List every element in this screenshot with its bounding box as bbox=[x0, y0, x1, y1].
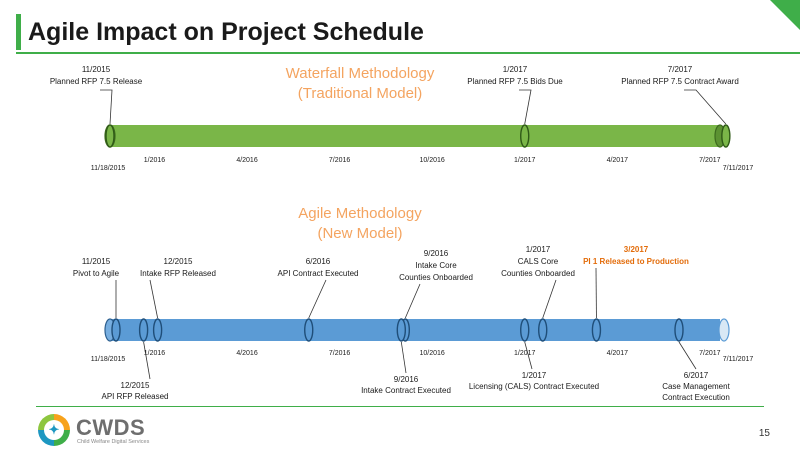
waterfall-subtitle: (Traditional Model) bbox=[298, 85, 423, 102]
waterfall-milestone-leader bbox=[100, 89, 113, 125]
agile-milestone-date: 9/2016 bbox=[424, 249, 449, 258]
agile-milestone-date: 1/2017 bbox=[522, 371, 547, 380]
waterfall-milestone-label: Planned RFP 7.5 Bids Due bbox=[467, 77, 563, 86]
agile-milestone-label: Counties Onboarded bbox=[399, 273, 473, 282]
waterfall-tick-label: 7/2016 bbox=[329, 157, 351, 164]
waterfall-milestone-leader bbox=[684, 89, 727, 125]
agile-milestone-label: Licensing (CALS) Contract Executed bbox=[469, 382, 599, 391]
agile-milestone-leader bbox=[542, 279, 557, 319]
waterfall-tick-label: 10/2016 bbox=[420, 157, 445, 164]
agile-milestone-date: 1/2017 bbox=[526, 245, 551, 254]
agile-milestone-label: Intake Contract Executed bbox=[361, 386, 451, 395]
agile-milestone-date: 6/2017 bbox=[684, 371, 709, 380]
agile-milestone-label: Pivot to Agile bbox=[73, 269, 120, 278]
title-bar: Agile Impact on Project Schedule bbox=[0, 0, 800, 56]
agile-milestone-date: 3/2017 bbox=[624, 245, 649, 254]
page-number: 15 bbox=[758, 428, 770, 439]
waterfall-milestone-ring bbox=[721, 124, 731, 148]
timeline-diagram: Waterfall Methodology (Traditional Model)… bbox=[50, 65, 754, 400]
agile-milestone-label: Case Management bbox=[662, 382, 730, 391]
agile-milestone-label: PI 1 Released to Production bbox=[583, 257, 689, 266]
waterfall-start-label: 11/18/2015 bbox=[91, 165, 126, 172]
title-accent bbox=[16, 14, 21, 50]
waterfall-milestone-label: Planned RFP 7.5 Contract Award bbox=[621, 77, 739, 86]
agile-subtitle: (New Model) bbox=[317, 225, 402, 242]
agile-milestone-leader bbox=[400, 341, 407, 374]
waterfall-title: Waterfall Methodology bbox=[286, 65, 435, 82]
agile-milestone-leader bbox=[143, 341, 151, 380]
agile-milestone-label: API RFP Released bbox=[102, 392, 169, 400]
agile-milestone-date: 6/2016 bbox=[306, 257, 331, 266]
waterfall-milestone-date: 1/2017 bbox=[503, 65, 528, 74]
waterfall-tick-label: 4/2016 bbox=[236, 157, 258, 164]
cwds-logo: ✦ CWDS Child Welfare Digital Services bbox=[38, 414, 178, 450]
waterfall-milestone-date: 11/2015 bbox=[82, 65, 111, 74]
agile-milestone-ring bbox=[538, 318, 548, 342]
agile-tick-label: 1/2016 bbox=[144, 350, 166, 357]
agile-milestone-label: Intake Core bbox=[415, 261, 457, 270]
corner-triangle bbox=[770, 0, 800, 30]
logo-figure-icon: ✦ bbox=[48, 422, 60, 437]
waterfall-end-label: 7/11/2017 bbox=[723, 165, 754, 172]
agile-milestone-leader bbox=[308, 279, 327, 319]
agile-end-label: 7/11/2017 bbox=[723, 356, 754, 363]
waterfall-milestone-date: 7/2017 bbox=[668, 65, 693, 74]
agile-milestone-date: 12/2015 bbox=[164, 257, 193, 266]
agile-milestone-ring bbox=[520, 318, 530, 342]
agile-milestone-ring bbox=[674, 318, 684, 342]
agile-tick-label: 4/2016 bbox=[236, 350, 258, 357]
agile-milestone-leader bbox=[678, 341, 697, 370]
waterfall-tick-label: 4/2017 bbox=[607, 157, 629, 164]
agile-tick-label: 1/2017 bbox=[514, 350, 536, 357]
agile-tick-label: 7/2017 bbox=[699, 350, 721, 357]
agile-milestone-leader bbox=[149, 279, 159, 319]
agile-milestone-date: 12/2015 bbox=[121, 381, 150, 390]
logo-tagline: Child Welfare Digital Services bbox=[77, 439, 150, 445]
logo-name: CWDS bbox=[76, 415, 146, 440]
agile-bar-end-cap bbox=[718, 318, 730, 342]
agile-milestone-ring bbox=[396, 318, 407, 342]
agile-milestone-label: Intake RFP Released bbox=[140, 269, 216, 278]
agile-tick-label: 4/2017 bbox=[607, 350, 629, 357]
waterfall-milestone-label: Planned RFP 7.5 Release bbox=[50, 77, 143, 86]
agile-milestone-label: Counties Onboarded bbox=[501, 269, 575, 278]
agile-milestone-label: Contract Execution bbox=[662, 393, 730, 400]
agile-milestone-label: CALS Core bbox=[518, 257, 559, 266]
agile-milestone-leader bbox=[404, 283, 421, 319]
agile-milestone-leader bbox=[524, 341, 533, 370]
agile-milestone-label: API Contract Executed bbox=[278, 269, 359, 278]
agile-title: Agile Methodology bbox=[298, 205, 422, 222]
waterfall-milestone-ring bbox=[105, 124, 115, 148]
logo-emblem-center bbox=[44, 420, 64, 440]
waterfall-tick-label: 1/2016 bbox=[144, 157, 166, 164]
waterfall-tick-label: 1/2017 bbox=[514, 157, 536, 164]
agile-tick-label: 7/2016 bbox=[329, 350, 351, 357]
agile-milestone-ring bbox=[591, 318, 602, 342]
agile-milestone-ring bbox=[111, 318, 121, 342]
footer-rule bbox=[36, 406, 764, 407]
title-rule bbox=[16, 52, 800, 54]
agile-bar bbox=[110, 319, 720, 341]
waterfall-milestone-ring bbox=[520, 124, 530, 148]
slide-title: Agile Impact on Project Schedule bbox=[28, 18, 424, 46]
waterfall-tick-label: 7/2017 bbox=[699, 157, 721, 164]
agile-milestone-date: 9/2016 bbox=[394, 375, 419, 384]
agile-milestone-ring bbox=[304, 318, 314, 342]
agile-start-label: 11/18/2015 bbox=[91, 356, 126, 363]
agile-milestone-date: 11/2015 bbox=[82, 257, 111, 266]
waterfall-milestone-leader bbox=[519, 89, 532, 125]
agile-tick-label: 10/2016 bbox=[420, 350, 445, 357]
waterfall-bar bbox=[110, 125, 720, 147]
agile-milestone-ring bbox=[152, 318, 163, 342]
agile-milestone-ring bbox=[138, 318, 149, 342]
